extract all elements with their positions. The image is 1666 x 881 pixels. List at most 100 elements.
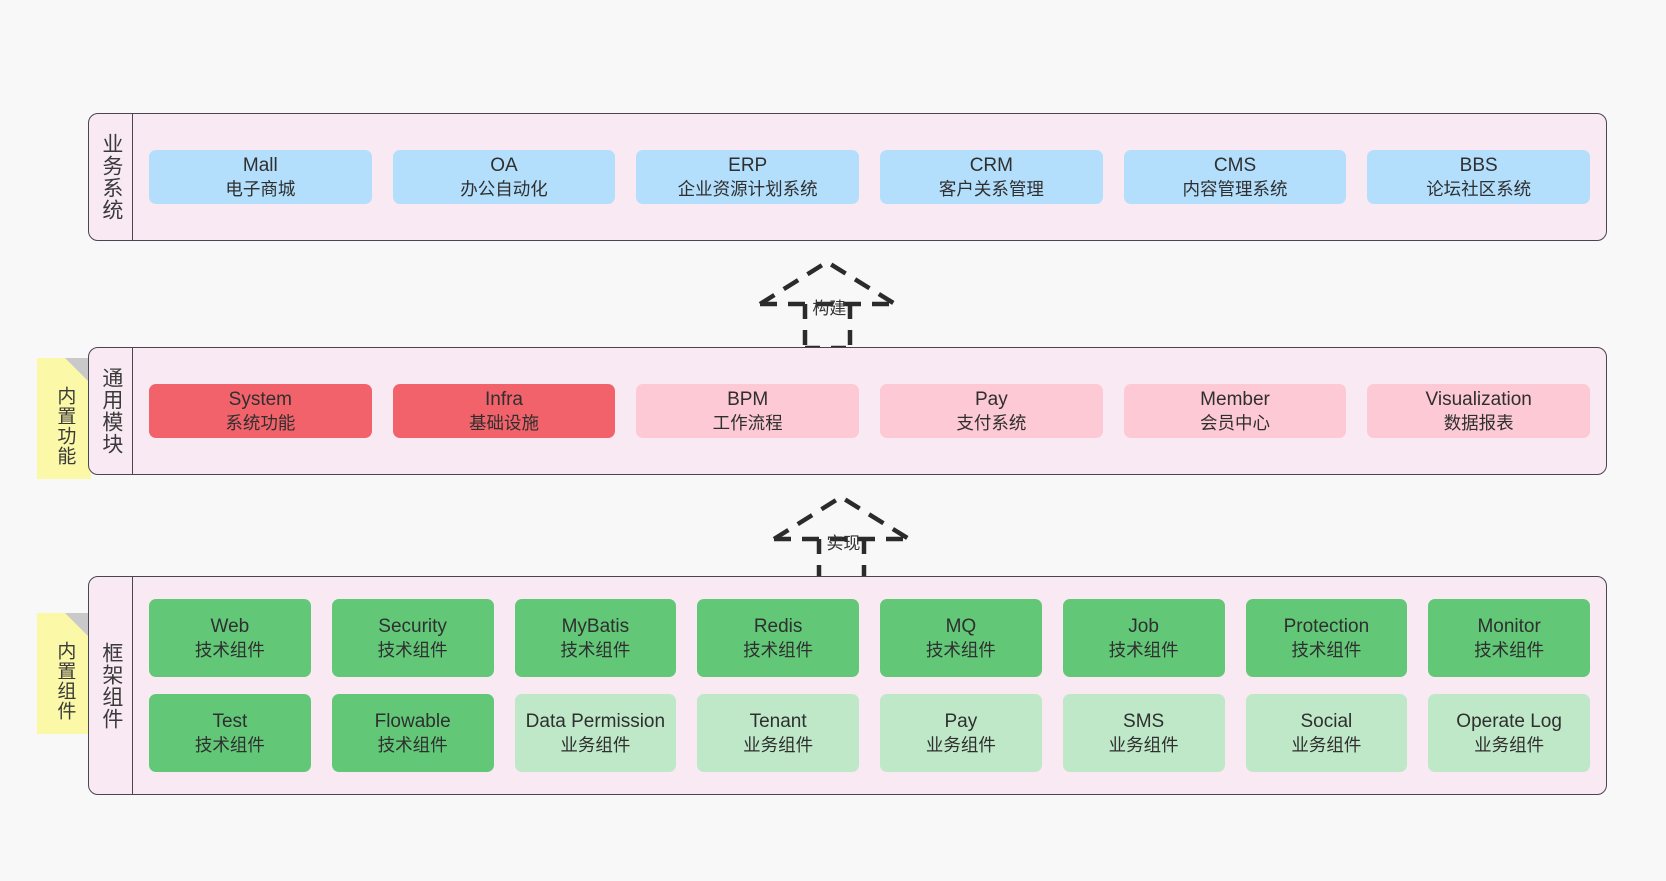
connector-label-build: 构建 xyxy=(812,299,847,318)
layer-common-module: 通用模块 System 系统功能 Infra 基础设施 BPM 工作流程 Pay xyxy=(88,347,1607,475)
card-web[interactable]: Web 技术组件 xyxy=(149,599,311,677)
card-visualization[interactable]: Visualization 数据报表 xyxy=(1367,384,1591,438)
card-subtitle: 技术组件 xyxy=(377,639,448,660)
card-operate-log[interactable]: Operate Log 业务组件 xyxy=(1428,694,1590,772)
card-title: MyBatis xyxy=(561,616,630,637)
card-bpm[interactable]: BPM 工作流程 xyxy=(636,384,860,438)
card-subtitle: 技术组件 xyxy=(194,734,265,755)
layer-body-framework-component: Web 技术组件 Security 技术组件 MyBatis 技术组件 Redi… xyxy=(133,577,1606,794)
layer-framework-component: 框架组件 Web 技术组件 Security 技术组件 MyBatis 技术组件… xyxy=(88,576,1607,795)
card-security[interactable]: Security 技术组件 xyxy=(331,599,494,677)
card-subtitle: 技术组件 xyxy=(1108,639,1179,660)
card-title: Visualization xyxy=(1425,389,1532,410)
card-title: Infra xyxy=(484,389,524,410)
card-subtitle: 技术组件 xyxy=(1474,639,1545,660)
card-protection[interactable]: Protection 技术组件 xyxy=(1245,599,1408,677)
layer-business-system: 业务系统 Mall 电子商城 OA 办公自动化 ERP 企业资源计划系统 CRM xyxy=(88,113,1607,241)
layer-title-framework-component: 框架组件 xyxy=(89,577,133,794)
card-title: Operate Log xyxy=(1456,711,1562,732)
card-test[interactable]: Test 技术组件 xyxy=(149,694,311,772)
card-bbs[interactable]: BBS 论坛社区系统 xyxy=(1367,150,1591,204)
card-subtitle: 技术组件 xyxy=(743,639,814,660)
card-subtitle: 技术组件 xyxy=(194,639,265,660)
card-subtitle: 技术组件 xyxy=(377,734,448,755)
card-title: Job xyxy=(1128,616,1159,637)
card-title: BBS xyxy=(1459,155,1498,176)
card-redis[interactable]: Redis 技术组件 xyxy=(697,599,859,677)
card-title: Member xyxy=(1200,389,1270,410)
card-subtitle: 技术组件 xyxy=(560,639,631,660)
card-monitor[interactable]: Monitor 技术组件 xyxy=(1428,599,1590,677)
card-row: System 系统功能 Infra 基础设施 BPM 工作流程 Pay 支付系统… xyxy=(149,384,1591,438)
layer-title-business-system: 业务系统 xyxy=(89,114,133,240)
card-title: CRM xyxy=(969,155,1013,176)
card-title: System xyxy=(228,389,293,410)
card-subtitle: 内容管理系统 xyxy=(1182,178,1288,199)
card-title: OA xyxy=(490,155,518,176)
card-sms[interactable]: SMS 业务组件 xyxy=(1062,694,1225,772)
card-member[interactable]: Member 会员中心 xyxy=(1123,384,1347,438)
card-mybatis[interactable]: MyBatis 技术组件 xyxy=(514,599,677,677)
card-infra[interactable]: Infra 基础设施 xyxy=(392,384,616,438)
card-title: Social xyxy=(1300,711,1353,732)
card-row: Mall 电子商城 OA 办公自动化 ERP 企业资源计划系统 CRM 客户关系… xyxy=(149,150,1591,204)
card-erp[interactable]: ERP 企业资源计划系统 xyxy=(636,150,860,204)
card-title: BPM xyxy=(727,389,769,410)
card-mall[interactable]: Mall 电子商城 xyxy=(149,150,372,204)
layer-body-business-system: Mall 电子商城 OA 办公自动化 ERP 企业资源计划系统 CRM 客户关系… xyxy=(133,114,1606,240)
card-flowable[interactable]: Flowable 技术组件 xyxy=(331,694,494,772)
layer-body-common-module: System 系统功能 Infra 基础设施 BPM 工作流程 Pay 支付系统… xyxy=(133,348,1606,474)
card-title: Security xyxy=(378,616,447,637)
card-subtitle: 电子商城 xyxy=(225,178,296,199)
card-title: Tenant xyxy=(749,711,807,732)
card-title: Data Permission xyxy=(525,711,666,732)
card-mq[interactable]: MQ 技术组件 xyxy=(880,599,1042,677)
card-subtitle: 数据报表 xyxy=(1443,412,1514,433)
layer-title-common-module: 通用模块 xyxy=(89,348,133,474)
card-job[interactable]: Job 技术组件 xyxy=(1062,599,1225,677)
connector-label-implement: 实现 xyxy=(826,534,861,553)
card-system[interactable]: System 系统功能 xyxy=(149,384,372,438)
card-social[interactable]: Social 业务组件 xyxy=(1245,694,1408,772)
layer-title-text: 通用模块 xyxy=(99,367,123,455)
note-fold-corner-icon xyxy=(65,613,91,639)
card-crm[interactable]: CRM 客户关系管理 xyxy=(880,150,1103,204)
note-fold-corner-icon xyxy=(65,358,91,384)
card-subtitle: 技术组件 xyxy=(1291,639,1362,660)
card-subtitle: 论坛社区系统 xyxy=(1426,178,1532,199)
connector-build: 构建 xyxy=(758,258,898,351)
connector-implement: 实现 xyxy=(772,493,912,586)
card-subtitle: 业务组件 xyxy=(1108,734,1179,755)
card-row: Test 技术组件 Flowable 技术组件 Data Permission … xyxy=(149,694,1590,772)
card-subtitle: 业务组件 xyxy=(1474,734,1545,755)
card-cms[interactable]: CMS 内容管理系统 xyxy=(1123,150,1347,204)
card-title: CMS xyxy=(1213,155,1257,176)
card-title: Redis xyxy=(753,616,803,637)
card-title: Protection xyxy=(1283,616,1370,637)
card-subtitle: 企业资源计划系统 xyxy=(677,178,818,199)
card-title: ERP xyxy=(728,155,768,176)
card-title: Flowable xyxy=(374,711,451,732)
layer-title-text: 业务系统 xyxy=(99,133,123,221)
card-title: Pay xyxy=(944,711,978,732)
card-title: Web xyxy=(210,616,250,637)
card-oa[interactable]: OA 办公自动化 xyxy=(392,150,616,204)
card-row: Web 技术组件 Security 技术组件 MyBatis 技术组件 Redi… xyxy=(149,599,1590,677)
card-subtitle: 业务组件 xyxy=(925,734,996,755)
card-title: Pay xyxy=(974,389,1008,410)
card-subtitle: 业务组件 xyxy=(560,734,631,755)
note-text: 内置组件 xyxy=(54,640,76,721)
note-text: 内置功能 xyxy=(54,385,76,466)
card-subtitle: 支付系统 xyxy=(956,412,1027,433)
card-title: Monitor xyxy=(1477,616,1541,637)
card-data-permission[interactable]: Data Permission 业务组件 xyxy=(514,694,677,772)
card-tenant[interactable]: Tenant 业务组件 xyxy=(697,694,859,772)
card-title: Mall xyxy=(242,155,278,176)
card-pay-business[interactable]: Pay 业务组件 xyxy=(880,694,1042,772)
card-pay[interactable]: Pay 支付系统 xyxy=(880,384,1103,438)
card-title: Test xyxy=(212,711,248,732)
card-subtitle: 基础设施 xyxy=(469,412,539,433)
note-builtin-feature: 内置功能 xyxy=(37,358,91,479)
card-title: SMS xyxy=(1123,711,1165,732)
